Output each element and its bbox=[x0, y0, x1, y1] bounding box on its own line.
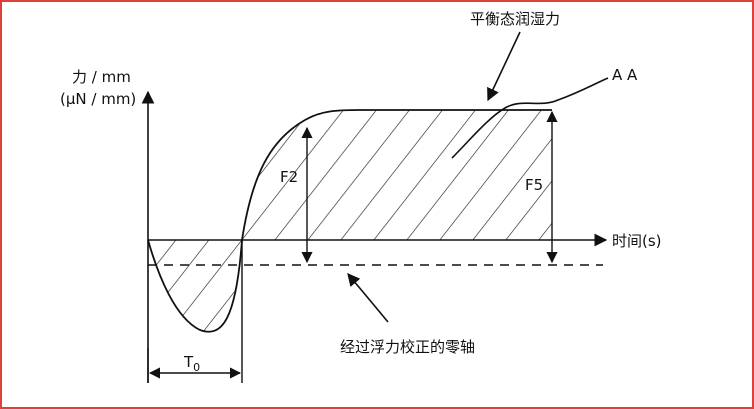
y-axis-label-line1: 力 / mm bbox=[72, 68, 131, 86]
f2-label: F2 bbox=[280, 168, 298, 186]
hatched-positive-area bbox=[242, 110, 552, 240]
t0-subscript: 0 bbox=[193, 361, 200, 374]
hatched-negative-area bbox=[148, 240, 242, 332]
t0-label: T0 bbox=[183, 353, 200, 374]
aa-curve bbox=[451, 77, 609, 159]
f5-label: F5 bbox=[525, 176, 543, 194]
equilibrium-label: 平衡态润湿力 bbox=[470, 10, 560, 28]
t0-main: T bbox=[183, 353, 194, 371]
y-axis-label-line2: (μN / mm) bbox=[60, 90, 136, 108]
zero-axis-label: 经过浮力校正的零轴 bbox=[340, 338, 475, 356]
zero-axis-pointer bbox=[347, 273, 389, 323]
x-axis-label: 时间(s) bbox=[612, 232, 662, 250]
equilibrium-pointer bbox=[487, 31, 521, 102]
aa-label: A A bbox=[612, 66, 638, 84]
